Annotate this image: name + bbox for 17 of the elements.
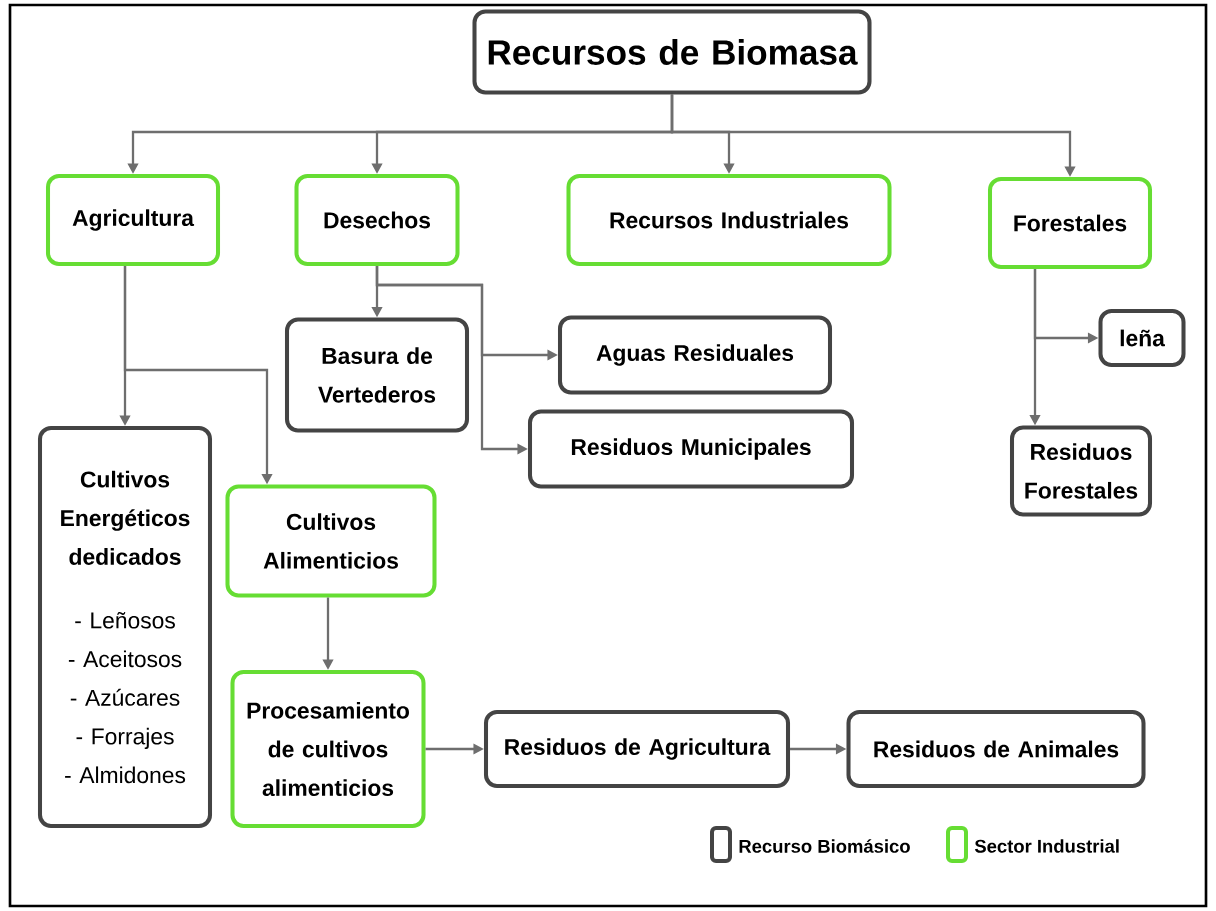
resource-box: Residuos Forestales (1010, 425, 1152, 517)
sector-box: Forestales (988, 177, 1152, 269)
sector-box: Procesamiento de cultivos alimenticios (230, 670, 426, 828)
resource-box: Residuos de Agricultura (484, 710, 790, 788)
sector-box: Recursos Industriales (566, 173, 892, 266)
resource-box: leña (1098, 309, 1186, 367)
resource-box: Residuos de Animales (846, 710, 1146, 788)
legend-label: Recurso Biomásico (739, 839, 910, 853)
resource-box: Cultivos Energéticos dedicados - Leñosos - Aceitosos - Azúcares - Forrajes - Almidones (38, 425, 212, 828)
resource-box: Residuos Municipales (528, 409, 855, 489)
sector-box: Cultivos Alimenticios (225, 484, 437, 598)
sector-box: Desechos (294, 173, 460, 266)
sector-box: Agricultura (46, 173, 221, 266)
legend-label: Sector Industrial (974, 839, 1119, 853)
resource-box: Aguas Residuales (558, 315, 833, 395)
resource-box: Basura de Vertederos (285, 317, 469, 433)
title-box: Recursos de Biomasa (472, 9, 872, 95)
